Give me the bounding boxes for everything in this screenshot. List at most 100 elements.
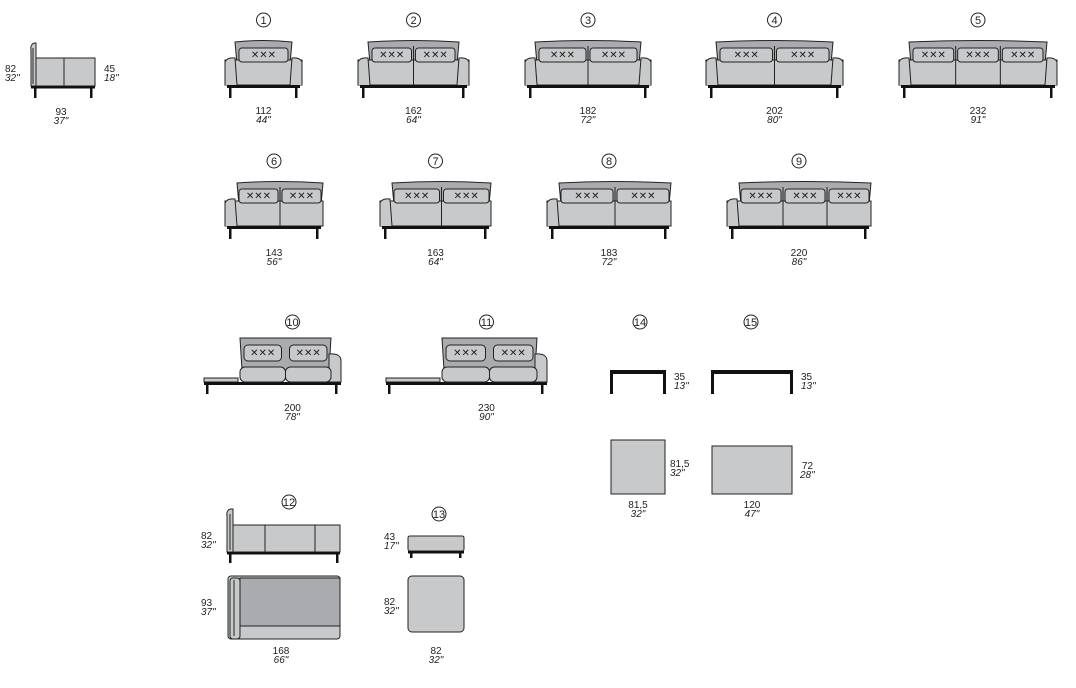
width-in: 56" xyxy=(267,257,282,268)
chaise12-width-in: 66" xyxy=(274,655,289,666)
side-seat-in: 18" xyxy=(104,73,119,84)
table14-width-cm: 81,5 xyxy=(628,500,648,511)
badge-4: 4 xyxy=(771,15,777,27)
stitch-pattern: ✕✕✕ xyxy=(246,191,271,202)
stitch-pattern: ✕✕✕ xyxy=(550,50,575,61)
table14-depth-cm: 81,5 xyxy=(670,459,690,470)
stitch-pattern: ✕✕✕ xyxy=(792,191,817,202)
stitch-pattern: ✕✕✕ xyxy=(790,50,815,61)
width-in: 72" xyxy=(581,115,596,126)
chaise12-width-cm: 168 xyxy=(273,646,290,657)
stitch-pattern: ✕✕✕ xyxy=(921,50,946,61)
side-view: 82 32" 45 18" 93 37" xyxy=(5,42,119,127)
table14-width-in: 32" xyxy=(631,509,646,520)
pouf13-height-cm: 43 xyxy=(384,532,396,543)
chaise12-depth-cm: 93 xyxy=(201,598,213,609)
badge-12: 12 xyxy=(283,497,295,509)
stitch-pattern: ✕✕✕ xyxy=(574,191,599,202)
table15-height-cm: 35 xyxy=(801,372,813,383)
side-seat-cm: 45 xyxy=(104,64,116,75)
width-in: 86" xyxy=(792,257,807,268)
width-cm: 182 xyxy=(580,106,597,117)
chaise12-depth-in: 37" xyxy=(201,607,216,618)
table15-width-cm: 120 xyxy=(744,500,761,511)
badge-6: 6 xyxy=(271,156,277,168)
pouf-13: 13 43 17" 82 32" 82 32" xyxy=(384,506,465,666)
stitch-pattern: ✕✕✕ xyxy=(379,50,404,61)
chaise12-height-cm: 82 xyxy=(201,531,213,542)
chaise12-height-in: 32" xyxy=(201,540,216,551)
pouf13-depth-cm: 82 xyxy=(384,597,396,608)
table14-height-cm: 35 xyxy=(674,372,686,383)
width-cm: 162 xyxy=(405,106,422,117)
stitch-pattern: ✕✕✕ xyxy=(454,191,479,202)
badge-10: 10 xyxy=(286,317,298,329)
table15-depth-cm: 72 xyxy=(802,461,814,472)
side-depth-in: 37" xyxy=(54,116,69,127)
badge-2: 2 xyxy=(410,15,416,27)
width-cm: 163 xyxy=(427,248,444,259)
side-depth-cm: 93 xyxy=(55,107,67,118)
stitch-pattern: ✕✕✕ xyxy=(453,348,478,359)
table15-height-in: 13" xyxy=(801,381,816,392)
table-15: 15 35 13" 72 28" 120 47" xyxy=(711,314,816,520)
width-cm: 143 xyxy=(266,248,283,259)
width-cm: 112 xyxy=(256,106,272,117)
stitch-pattern: ✕✕✕ xyxy=(251,50,276,61)
width-cm: 200 xyxy=(284,403,301,414)
stitch-pattern: ✕✕✕ xyxy=(836,191,861,202)
table15-depth-in: 28" xyxy=(799,470,815,481)
badge-15: 15 xyxy=(745,317,757,329)
stitch-pattern: ✕✕✕ xyxy=(296,348,321,359)
width-in: 64" xyxy=(406,115,421,126)
width-cm: 230 xyxy=(478,403,495,414)
stitch-pattern: ✕✕✕ xyxy=(250,348,275,359)
width-in: 90" xyxy=(479,412,494,423)
stitch-pattern: ✕✕✕ xyxy=(1010,50,1035,61)
stitch-pattern: ✕✕✕ xyxy=(748,191,773,202)
pouf13-depth-in: 32" xyxy=(384,606,399,617)
side-height-cm: 82 xyxy=(5,64,17,75)
badge-14: 14 xyxy=(634,317,646,329)
table14-depth-in: 32" xyxy=(670,468,685,479)
badge-3: 3 xyxy=(585,15,591,27)
pouf13-height-in: 17" xyxy=(384,541,399,552)
width-in: 91" xyxy=(971,115,986,126)
stitch-pattern: ✕✕✕ xyxy=(601,50,626,61)
stitch-pattern: ✕✕✕ xyxy=(501,348,526,359)
chaise-12: 12 82 32" 93 37" 168 66" xyxy=(201,494,341,666)
stitch-pattern: ✕✕✕ xyxy=(630,191,655,202)
stitch-pattern: ✕✕✕ xyxy=(404,191,429,202)
stitch-pattern: ✕✕✕ xyxy=(965,50,990,61)
width-in: 72" xyxy=(602,257,617,268)
width-in: 64" xyxy=(428,257,443,268)
badge-7: 7 xyxy=(432,156,438,168)
badge-11: 11 xyxy=(481,317,492,329)
table-14: 14 35 13" 81,5 32" 81,5 32" xyxy=(610,314,690,520)
side-height-in: 32" xyxy=(5,73,20,84)
width-cm: 183 xyxy=(601,248,618,259)
badge-1: 1 xyxy=(260,15,266,27)
stitch-pattern: ✕✕✕ xyxy=(423,50,448,61)
badge-13: 13 xyxy=(433,509,445,521)
sofa-front-views: ✕✕✕111244"✕✕✕✕✕✕216264"✕✕✕✕✕✕318272"✕✕✕✕… xyxy=(203,12,1058,423)
pouf13-width-in: 32" xyxy=(429,655,444,666)
width-in: 44" xyxy=(256,115,271,126)
table15-width-in: 47" xyxy=(745,509,760,520)
width-cm: 202 xyxy=(766,106,783,117)
stitch-pattern: ✕✕✕ xyxy=(289,191,314,202)
width-in: 78" xyxy=(285,412,300,423)
table14-height-in: 13" xyxy=(674,381,689,392)
